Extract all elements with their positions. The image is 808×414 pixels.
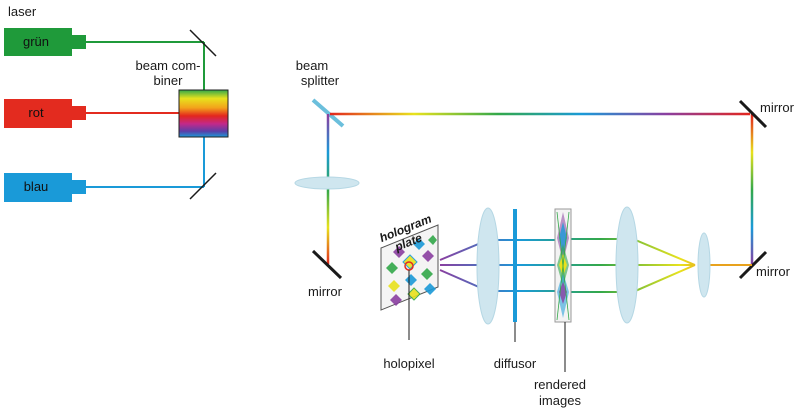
laser-blue: blau bbox=[4, 173, 86, 202]
rendered-images-strip bbox=[554, 208, 572, 323]
rendered-label-2: images bbox=[539, 393, 581, 408]
mirror-top-right-label: mirror bbox=[760, 100, 795, 115]
laser-blue-body bbox=[4, 173, 72, 202]
left-lens bbox=[476, 207, 500, 325]
mirror-left-label: mirror bbox=[308, 284, 343, 299]
beam-combiner-label-2: biner bbox=[154, 73, 184, 88]
laser-heading: laser bbox=[8, 4, 37, 19]
laser-green: grün bbox=[4, 28, 86, 56]
laser-blue-nozzle bbox=[72, 180, 86, 194]
beam-combiner bbox=[178, 89, 229, 138]
diffusor-label: diffusor bbox=[494, 356, 537, 371]
mirror-bottom-right bbox=[738, 250, 768, 280]
laser-red: rot bbox=[4, 99, 86, 128]
mirror-top-right bbox=[738, 99, 768, 129]
rendered-label-1: rendered bbox=[534, 377, 586, 392]
beam-combiner-label-1: beam com- bbox=[135, 58, 200, 73]
hologram-plate bbox=[380, 224, 439, 311]
laser-red-nozzle bbox=[72, 106, 86, 120]
laser-green-body bbox=[4, 28, 72, 56]
focus-lens bbox=[697, 232, 711, 298]
laser-green-nozzle bbox=[72, 35, 86, 49]
laser-red-body bbox=[4, 99, 72, 128]
beam-splitter-label-1: beam bbox=[296, 58, 329, 73]
holopixel-label: holopixel bbox=[383, 356, 434, 371]
laser-red-label: rot bbox=[28, 105, 44, 120]
right-lens bbox=[615, 206, 639, 324]
mirror-green-fold bbox=[189, 29, 217, 57]
mirror-blue-fold bbox=[189, 172, 217, 200]
reference-lens bbox=[294, 176, 360, 190]
diffusor-plate bbox=[513, 209, 517, 322]
mirror-bottom-right-label: mirror bbox=[756, 264, 791, 279]
laser-green-label: grün bbox=[23, 34, 49, 49]
laser-blue-label: blau bbox=[24, 179, 49, 194]
mirror-left bbox=[311, 249, 343, 280]
beam-splitter-label-2: splitter bbox=[301, 73, 340, 88]
beam-splitter bbox=[311, 98, 345, 128]
